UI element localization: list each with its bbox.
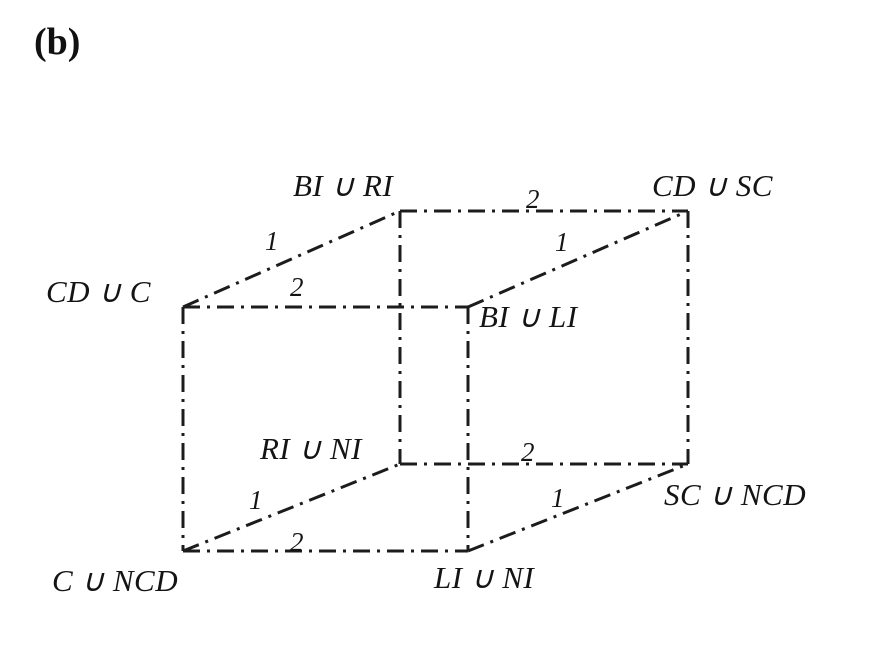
edge-label-bottom-right-diagonal: 1 <box>551 483 565 513</box>
edge-top-left-diagonal <box>182 209 401 309</box>
edge-bottom-right-diagonal <box>467 462 689 553</box>
edge-label-top-left-diagonal: 1 <box>265 226 279 256</box>
vertex-label-sc-ncd: SC ∪ NCD <box>664 477 807 512</box>
edge-label-bottom-front: 2 <box>290 527 304 557</box>
edge-label-top-back: 2 <box>526 184 540 214</box>
vertex-label-cd-c: CD ∪ C <box>46 274 151 309</box>
vertex-label-bi-ri: BI ∪ RI <box>293 168 394 203</box>
edge-bottom-left-diagonal <box>182 462 401 553</box>
vertex-label-cd-sc: CD ∪ SC <box>652 168 773 203</box>
edge-top-right-diagonal <box>467 209 689 309</box>
panel-label: (b) <box>34 21 81 63</box>
edge-label-top-right-diagonal: 1 <box>555 227 569 257</box>
vertex-label-li-ni: LI ∪ NI <box>434 560 535 595</box>
edge-label-top-front: 2 <box>290 272 304 302</box>
edge-label-bottom-left-diagonal: 1 <box>249 485 263 515</box>
vertex-label-ri-ni: RI ∪ NI <box>260 431 362 466</box>
vertex-label-c-ncd: C ∪ NCD <box>52 563 179 598</box>
vertex-label-bi-li: BI ∪ LI <box>479 299 578 334</box>
edge-label-bottom-back: 2 <box>521 437 535 467</box>
